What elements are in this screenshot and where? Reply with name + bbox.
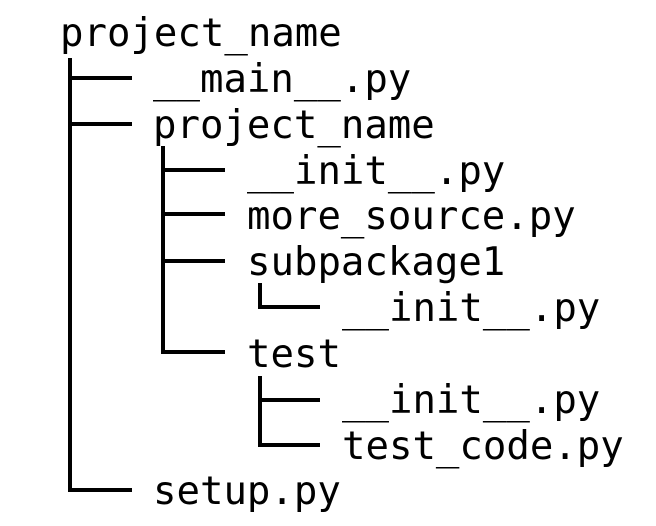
package-init-file-label: __init__.py: [247, 149, 506, 194]
test-init-file-label: __init__.py: [342, 378, 601, 423]
root-folder-label: project_name: [60, 11, 342, 56]
test-folder-label: test: [247, 332, 341, 377]
subpackage1-folder-label: subpackage1: [247, 240, 506, 285]
setup-py-file-label: setup.py: [153, 469, 341, 514]
more-source-file-label: more_source.py: [247, 194, 576, 239]
package-folder-label: project_name: [153, 103, 435, 148]
test-code-file-label: test_code.py: [342, 424, 624, 469]
subpackage1-init-file-label: __init__.py: [342, 286, 601, 331]
main-py-file-label: __main__.py: [153, 57, 412, 102]
